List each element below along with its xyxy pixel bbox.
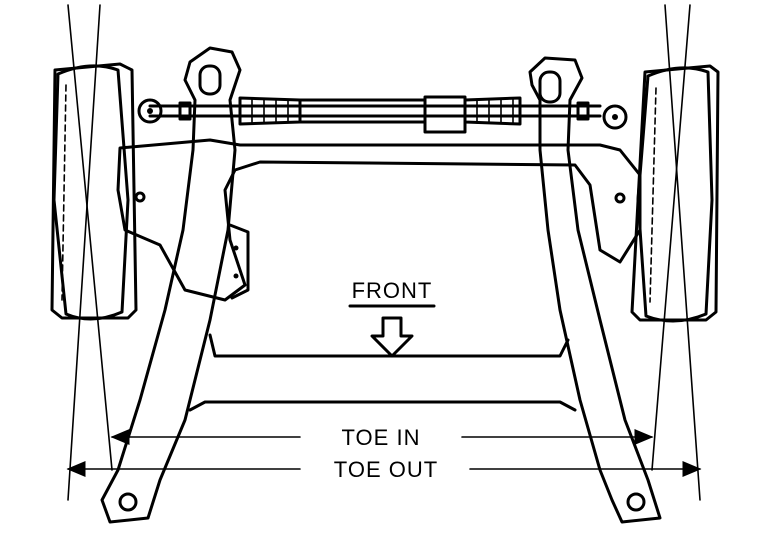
left-wheel	[50, 62, 138, 321]
left-mount-hole	[134, 191, 146, 203]
right-wheel-rim	[630, 64, 720, 322]
left-arm-lower-bushing	[118, 492, 138, 512]
crossmember-upper	[208, 333, 570, 358]
mount-bracket	[228, 223, 250, 300]
front-indicator: FRONT	[348, 278, 436, 358]
rack-pinion-housing	[423, 95, 467, 134]
left-wheel-rim	[50, 62, 138, 320]
subframe	[116, 138, 642, 412]
steering-rack	[137, 95, 628, 134]
right-tire	[636, 66, 714, 323]
toe-out-dimension: TOE OUT	[66, 457, 702, 482]
wheel-guide-lines	[67, 4, 701, 501]
right-wheel-guide-outer	[651, 4, 691, 471]
right-tie-rod-end	[602, 104, 628, 130]
left-arm-body	[100, 46, 242, 524]
bracket-bolt	[233, 273, 239, 279]
left-control-arm	[100, 46, 242, 524]
right-control-arm	[528, 56, 662, 524]
toe-in-dimension: TOE IN	[110, 425, 654, 450]
left-tie-rod-end	[137, 98, 163, 124]
right-wheel	[630, 64, 720, 323]
right-boot-ribs	[476, 98, 514, 124]
right-arm-body	[528, 56, 662, 524]
right-arm-lower-bushing	[626, 492, 646, 512]
left-tire	[52, 64, 130, 321]
left-tie-rod-nut	[178, 101, 192, 121]
arrow-down-icon	[370, 316, 414, 358]
left-wheel-guide-inner	[67, 4, 101, 501]
left-boot-ribs	[251, 98, 289, 124]
crossmember-lower	[188, 400, 577, 412]
bracket-bolt	[233, 245, 239, 251]
right-tie-rod-nut	[576, 101, 590, 121]
left-wheel-guide-outer	[67, 4, 113, 471]
right-tire-seam	[649, 87, 657, 303]
front-label: FRONT	[352, 278, 433, 303]
toe-in-label: TOE IN	[342, 425, 421, 450]
right-mount-hole	[614, 192, 626, 204]
right-rack-boot	[463, 96, 522, 126]
left-tire-seam	[61, 84, 67, 301]
toe-out-label: TOE OUT	[334, 457, 438, 482]
right-arm-upper-bushing	[538, 70, 562, 104]
rack-housing	[298, 98, 427, 124]
left-rack-boot	[238, 96, 302, 126]
subframe-outline	[116, 138, 642, 302]
left-arm-upper-bushing	[198, 64, 222, 96]
right-wheel-guide-inner	[664, 4, 701, 501]
